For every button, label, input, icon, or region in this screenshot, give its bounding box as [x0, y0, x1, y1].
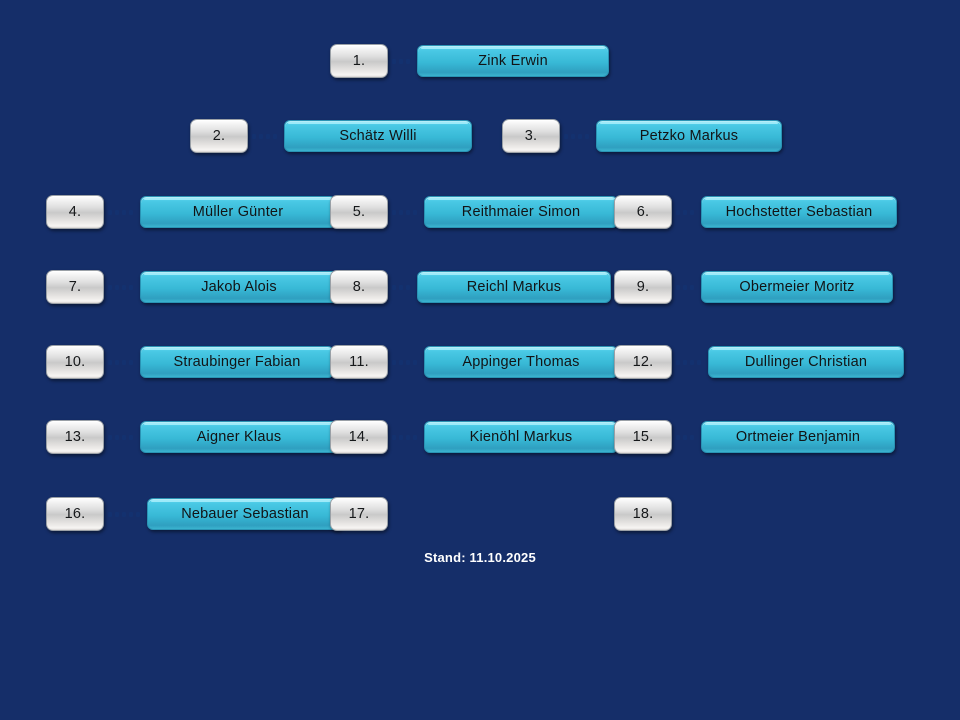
rank-chip[interactable]: 5. [330, 195, 388, 229]
ranking-entry: 11. Appinger Thomas [330, 345, 618, 379]
dotted-connector-icon [388, 270, 417, 304]
dotted-connector-icon [388, 345, 424, 379]
player-name-label: Petzko Markus [639, 128, 739, 144]
dotted-connector-icon [672, 270, 701, 304]
ranking-entry: 10. Straubinger Fabian [46, 345, 334, 379]
ranking-entry: 9. Obermeier Moritz [614, 270, 893, 304]
rank-chip[interactable]: 13. [46, 420, 104, 454]
dotted-connector-icon [248, 119, 284, 153]
rank-chip[interactable]: 10. [46, 345, 104, 379]
player-name-bar[interactable]: Aigner Klaus [140, 421, 338, 453]
dotted-connector-icon [104, 345, 140, 379]
dotted-connector-icon [104, 195, 140, 229]
dotted-connector-icon [104, 420, 140, 454]
player-name-bar[interactable]: Schätz Willi [284, 120, 472, 152]
player-name-bar[interactable]: Kienöhl Markus [424, 421, 618, 453]
dotted-connector-icon [388, 44, 417, 78]
ranking-entry: 7. Jakob Alois [46, 270, 338, 304]
rank-chip[interactable]: 8. [330, 270, 388, 304]
player-name-label: Jakob Alois [201, 279, 277, 295]
rank-chip[interactable]: 16. [46, 497, 104, 531]
ranking-entry: 2. Schätz Willi [190, 119, 472, 153]
rank-chip[interactable]: 15. [614, 420, 672, 454]
rank-chip[interactable]: 1. [330, 44, 388, 78]
rank-chip[interactable]: 4. [46, 195, 104, 229]
rank-chip[interactable]: 7. [46, 270, 104, 304]
player-name-label: Schätz Willi [339, 128, 417, 144]
player-name-label: Müller Günter [192, 204, 284, 220]
player-name-bar[interactable]: Nebauer Sebastian [147, 498, 343, 530]
player-name-bar[interactable]: Petzko Markus [596, 120, 782, 152]
player-name-bar[interactable]: Hochstetter Sebastian [701, 196, 897, 228]
dotted-connector-icon [560, 119, 596, 153]
status-date-label: Stand: 11.10.2025 [424, 550, 536, 565]
player-name-label: Reithmaier Simon [461, 204, 581, 220]
player-name-label: Dullinger Christian [744, 354, 868, 370]
player-name-label: Straubinger Fabian [173, 354, 301, 370]
dotted-connector-icon [672, 420, 701, 454]
rank-chip[interactable]: 2. [190, 119, 248, 153]
ranking-entry: 6. Hochstetter Sebastian [614, 195, 897, 229]
ranking-entry: 16. Nebauer Sebastian [46, 497, 343, 531]
ranking-entry: 17. [330, 497, 388, 531]
ranking-entry: 15. Ortmeier Benjamin [614, 420, 895, 454]
dotted-connector-icon [672, 345, 708, 379]
player-name-label: Aigner Klaus [196, 429, 282, 445]
player-name-label: Nebauer Sebastian [181, 506, 309, 522]
player-name-label: Reichl Markus [466, 279, 562, 295]
ranking-entry: 8. Reichl Markus [330, 270, 611, 304]
dotted-connector-icon [672, 195, 701, 229]
player-name-bar[interactable]: Müller Günter [140, 196, 336, 228]
ranking-entry: 4. Müller Günter [46, 195, 336, 229]
rank-chip[interactable]: 17. [330, 497, 388, 531]
player-name-label: Appinger Thomas [462, 354, 580, 370]
ranking-entry: 18. [614, 497, 672, 531]
rank-chip[interactable]: 11. [330, 345, 388, 379]
player-name-bar[interactable]: Jakob Alois [140, 271, 338, 303]
player-name-bar[interactable]: Straubinger Fabian [140, 346, 334, 378]
ranking-entry: 14. Kienöhl Markus [330, 420, 618, 454]
player-name-label: Hochstetter Sebastian [725, 204, 873, 220]
rank-chip[interactable]: 18. [614, 497, 672, 531]
dotted-connector-icon [388, 420, 424, 454]
ranking-entry: 1. Zink Erwin [330, 44, 609, 78]
ranking-entry: 12. Dullinger Christian [614, 345, 904, 379]
rank-chip[interactable]: 14. [330, 420, 388, 454]
dotted-connector-icon [104, 497, 147, 531]
player-name-bar[interactable]: Appinger Thomas [424, 346, 618, 378]
player-name-label: Ortmeier Benjamin [735, 429, 861, 445]
player-name-label: Zink Erwin [478, 53, 548, 69]
ranking-entry: 5. Reithmaier Simon [330, 195, 618, 229]
ranking-entry: 13. Aigner Klaus [46, 420, 338, 454]
player-name-label: Kienöhl Markus [469, 429, 573, 445]
player-name-bar[interactable]: Reichl Markus [417, 271, 611, 303]
dotted-connector-icon [104, 270, 140, 304]
player-name-bar[interactable]: Obermeier Moritz [701, 271, 893, 303]
ranking-entry: 3. Petzko Markus [502, 119, 782, 153]
player-name-bar[interactable]: Zink Erwin [417, 45, 609, 77]
player-name-label: Obermeier Moritz [739, 279, 855, 295]
rank-chip[interactable]: 12. [614, 345, 672, 379]
rank-chip[interactable]: 3. [502, 119, 560, 153]
dotted-connector-icon [388, 195, 424, 229]
player-name-bar[interactable]: Dullinger Christian [708, 346, 904, 378]
player-name-bar[interactable]: Reithmaier Simon [424, 196, 618, 228]
player-name-bar[interactable]: Ortmeier Benjamin [701, 421, 895, 453]
rank-chip[interactable]: 9. [614, 270, 672, 304]
rank-chip[interactable]: 6. [614, 195, 672, 229]
